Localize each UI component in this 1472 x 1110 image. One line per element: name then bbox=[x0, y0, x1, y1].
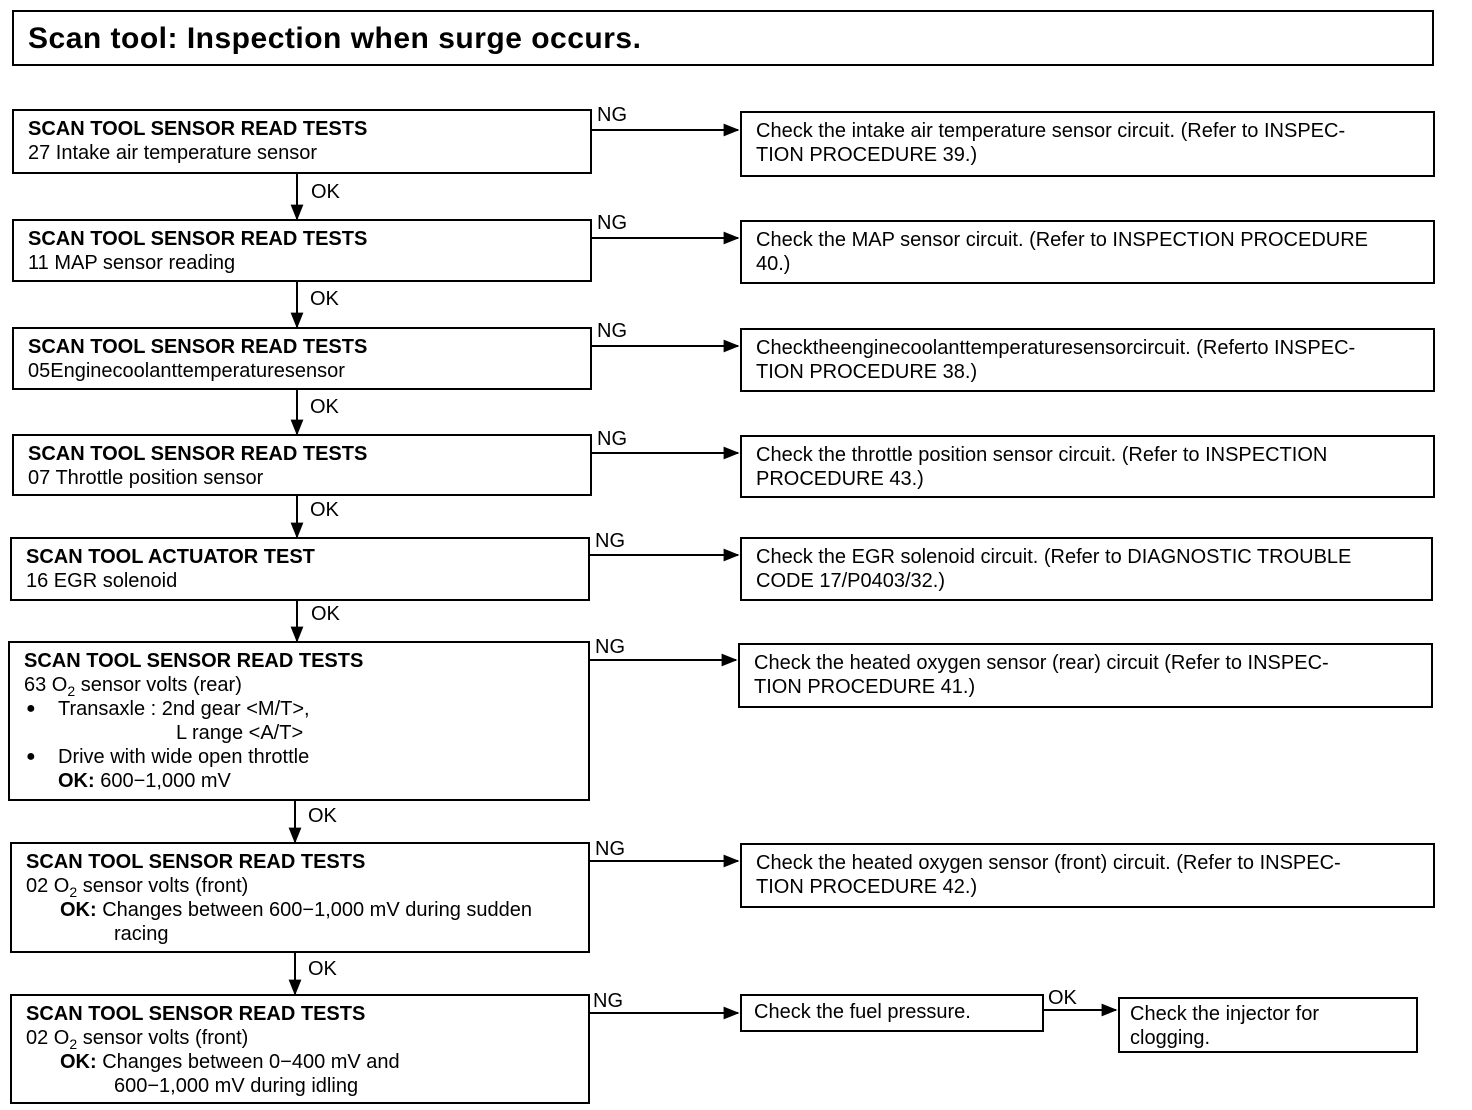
result-text: Check the MAP sensor circuit. (Refer to … bbox=[756, 229, 1369, 251]
ok-key: OK: bbox=[58, 770, 95, 792]
step-box-6: SCAN TOOL SENSOR READ TESTS 63 O2 sensor… bbox=[8, 641, 590, 801]
step-box-2: SCAN TOOL SENSOR READ TESTS 11 MAP senso… bbox=[12, 219, 592, 282]
ok-label-6: OK bbox=[308, 805, 337, 827]
ok-criteria: OK: 600−1,000 mV bbox=[24, 769, 574, 793]
ok-key: OK: bbox=[60, 1051, 97, 1073]
ng-label-7: NG bbox=[595, 838, 625, 860]
step-box-7: SCAN TOOL SENSOR READ TESTS 02 O2 sensor… bbox=[10, 842, 590, 953]
ok-label-4: OK bbox=[310, 499, 339, 521]
ok-value: 600−1,000 mV bbox=[94, 770, 231, 792]
result-text-cont: TION PROCEDURE 41.) bbox=[754, 676, 976, 698]
ng-label-8: NG bbox=[593, 990, 623, 1012]
step-line-pre: 02 O bbox=[26, 875, 70, 897]
result-text: Check the fuel pressure. bbox=[754, 1001, 971, 1023]
bullet-transaxle-cont: L range <A/T> bbox=[176, 722, 304, 744]
step-line-sub: 2 bbox=[67, 683, 76, 699]
step-heading: SCAN TOOL SENSOR READ TESTS bbox=[28, 336, 368, 358]
result-text-cont: CODE 17/P0403/32.) bbox=[756, 570, 945, 592]
step-line-pre: 02 O bbox=[26, 1027, 70, 1049]
ok-label-2: OK bbox=[310, 288, 339, 310]
result-box-8-next: Check the injector for clogging. bbox=[1118, 997, 1418, 1053]
step-heading: SCAN TOOL SENSOR READ TESTS bbox=[28, 118, 368, 140]
step-line: 63 O2 sensor volts (rear) bbox=[24, 673, 574, 699]
result-text-cont: TION PROCEDURE 42.) bbox=[756, 876, 978, 898]
result-box-2: Check the MAP sensor circuit. (Refer to … bbox=[740, 220, 1435, 284]
step-line: 05Enginecoolanttemperaturesensor bbox=[28, 360, 345, 382]
result-text: Check the EGR solenoid circuit. (Refer t… bbox=[756, 546, 1352, 568]
step-line-sub: 2 bbox=[69, 1036, 78, 1052]
step-box-3: SCAN TOOL SENSOR READ TESTS 05Enginecool… bbox=[12, 327, 592, 390]
result-text: Checktheenginecoolanttemperaturesensorci… bbox=[756, 337, 1356, 359]
page-title: Scan tool: Inspection when surge occurs. bbox=[12, 10, 1434, 66]
ok-label-fuel: OK bbox=[1048, 987, 1077, 1009]
result-text: Check the heated oxygen sensor (front) c… bbox=[756, 852, 1341, 874]
result-text-cont: 40.) bbox=[756, 253, 791, 275]
result-box-7: Check the heated oxygen sensor (front) c… bbox=[740, 843, 1435, 908]
result-box-8: Check the fuel pressure. bbox=[740, 994, 1044, 1032]
ng-label-2: NG bbox=[597, 212, 627, 234]
step-line-post: sensor volts (front) bbox=[77, 1027, 249, 1049]
result-box-5: Check the EGR solenoid circuit. (Refer t… bbox=[740, 537, 1433, 601]
bullet-transaxle: Transaxle : 2nd gear <M/T>, bbox=[24, 697, 574, 721]
result-text: Check the throttle position sensor circu… bbox=[756, 444, 1328, 466]
step-heading: SCAN TOOL ACTUATOR TEST bbox=[26, 546, 315, 568]
ng-label-3: NG bbox=[597, 320, 627, 342]
step-line: 02 O2 sensor volts (front) bbox=[26, 1026, 574, 1052]
result-box-3: Checktheenginecoolanttemperaturesensorci… bbox=[740, 328, 1435, 392]
step-line-post: sensor volts (front) bbox=[77, 875, 249, 897]
result-text: Check the injector for bbox=[1130, 1003, 1319, 1025]
step-heading: SCAN TOOL SENSOR READ TESTS bbox=[28, 443, 368, 465]
ng-label-1: NG bbox=[597, 104, 627, 126]
ng-label-6: NG bbox=[595, 636, 625, 658]
step-line: 02 O2 sensor volts (front) bbox=[26, 874, 574, 900]
ok-criteria: OK: Changes between 600−1,000 mV during … bbox=[26, 898, 574, 922]
step-line: 16 EGR solenoid bbox=[26, 570, 178, 592]
ok-value: Changes between 0−400 mV and bbox=[96, 1051, 400, 1073]
result-text-cont: TION PROCEDURE 38.) bbox=[756, 361, 978, 383]
step-line: 27 Intake air temperature sensor bbox=[28, 142, 318, 164]
ok-value-cont: 600−1,000 mV during idling bbox=[114, 1075, 359, 1097]
ok-label-3: OK bbox=[310, 396, 339, 418]
step-heading: SCAN TOOL SENSOR READ TESTS bbox=[28, 228, 368, 250]
step-line: 07 Throttle position sensor bbox=[28, 467, 264, 489]
ok-key: OK: bbox=[60, 899, 97, 921]
result-box-4: Check the throttle position sensor circu… bbox=[740, 435, 1435, 498]
ng-label-4: NG bbox=[597, 428, 627, 450]
result-text-cont: PROCEDURE 43.) bbox=[756, 468, 924, 490]
result-box-1: Check the intake air temperature sensor … bbox=[740, 111, 1435, 177]
result-text: Check the heated oxygen sensor (rear) ci… bbox=[754, 652, 1329, 674]
ok-value-cont: racing bbox=[114, 923, 169, 945]
bullet-drive: Drive with wide open throttle bbox=[24, 745, 574, 769]
step-heading: SCAN TOOL SENSOR READ TESTS bbox=[26, 851, 366, 873]
ok-value: Changes between 600−1,000 mV during sudd… bbox=[96, 899, 532, 921]
ng-label-5: NG bbox=[595, 530, 625, 552]
ok-label-1: OK bbox=[311, 181, 340, 203]
step-line-pre: 63 O bbox=[24, 674, 68, 696]
step-heading: SCAN TOOL SENSOR READ TESTS bbox=[24, 650, 364, 672]
ok-label-5: OK bbox=[311, 603, 340, 625]
result-box-6: Check the heated oxygen sensor (rear) ci… bbox=[738, 643, 1433, 708]
step-heading: SCAN TOOL SENSOR READ TESTS bbox=[26, 1003, 366, 1025]
step-box-5: SCAN TOOL ACTUATOR TEST 16 EGR solenoid bbox=[10, 537, 590, 601]
page-title-text: Scan tool: Inspection when surge occurs. bbox=[28, 22, 642, 55]
result-text-cont: TION PROCEDURE 39.) bbox=[756, 144, 978, 166]
ok-criteria: OK: Changes between 0−400 mV and bbox=[26, 1050, 574, 1074]
result-text: Check the intake air temperature sensor … bbox=[756, 120, 1346, 142]
step-box-8: SCAN TOOL SENSOR READ TESTS 02 O2 sensor… bbox=[10, 994, 590, 1104]
step-box-4: SCAN TOOL SENSOR READ TESTS 07 Throttle … bbox=[12, 434, 592, 496]
result-text-cont: clogging. bbox=[1130, 1027, 1211, 1049]
step-line-post: sensor volts (rear) bbox=[75, 674, 242, 696]
ok-label-7: OK bbox=[308, 958, 337, 980]
step-line: 11 MAP sensor reading bbox=[28, 252, 236, 274]
step-box-1: SCAN TOOL SENSOR READ TESTS 27 Intake ai… bbox=[12, 109, 592, 174]
step-line-sub: 2 bbox=[69, 884, 78, 900]
